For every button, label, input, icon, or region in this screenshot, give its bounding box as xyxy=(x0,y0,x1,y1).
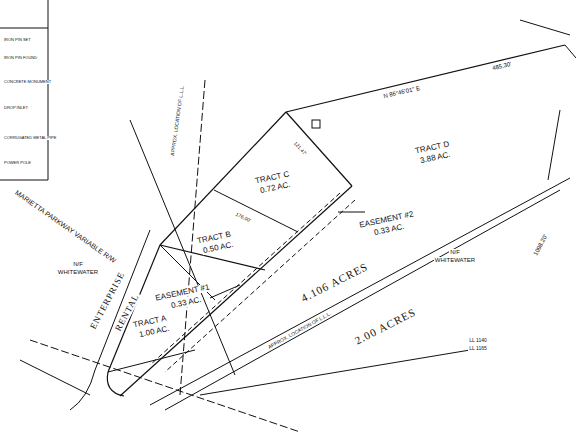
plat-label: 4.106 ACRES xyxy=(299,260,371,304)
plat-label: APPROX. LOCATION OF L.L.L. xyxy=(267,310,333,350)
plat-label: 1098.20' xyxy=(532,233,549,258)
plat-label: APPROX. LOCATION OF L.L.L. xyxy=(170,83,185,156)
plat-label: LL 1165 xyxy=(468,346,488,351)
legend-entry-text: IRON PIN SET xyxy=(3,38,32,42)
plat-label: N/F xyxy=(72,261,84,267)
legend-entry-text: CORRUGATED METAL PIPE xyxy=(3,136,57,140)
plat-label: LL 1140 xyxy=(468,338,488,343)
legend-entry-text: POWER POLE xyxy=(3,161,32,165)
plat-label: N 86°46'01" E xyxy=(382,85,422,100)
plat-label: 121.47' xyxy=(292,140,308,157)
plat-label: 2.00 ACRES xyxy=(352,305,418,346)
legend-entry-text: CONCRETE MONUMENT xyxy=(3,80,52,84)
plat-label: 176.00' xyxy=(234,211,253,223)
legend-entry-text: IRON PIN FOUND xyxy=(3,56,38,60)
plat-label: WHITEWATER xyxy=(57,269,99,275)
plat-label: WHITEWATER xyxy=(434,257,476,263)
plat-label: N/F xyxy=(449,249,461,255)
legend-entry-text: DROP INLET xyxy=(3,106,29,110)
plat-label: MARIETTA PARKWAY VARIABLE R/W xyxy=(14,188,119,264)
